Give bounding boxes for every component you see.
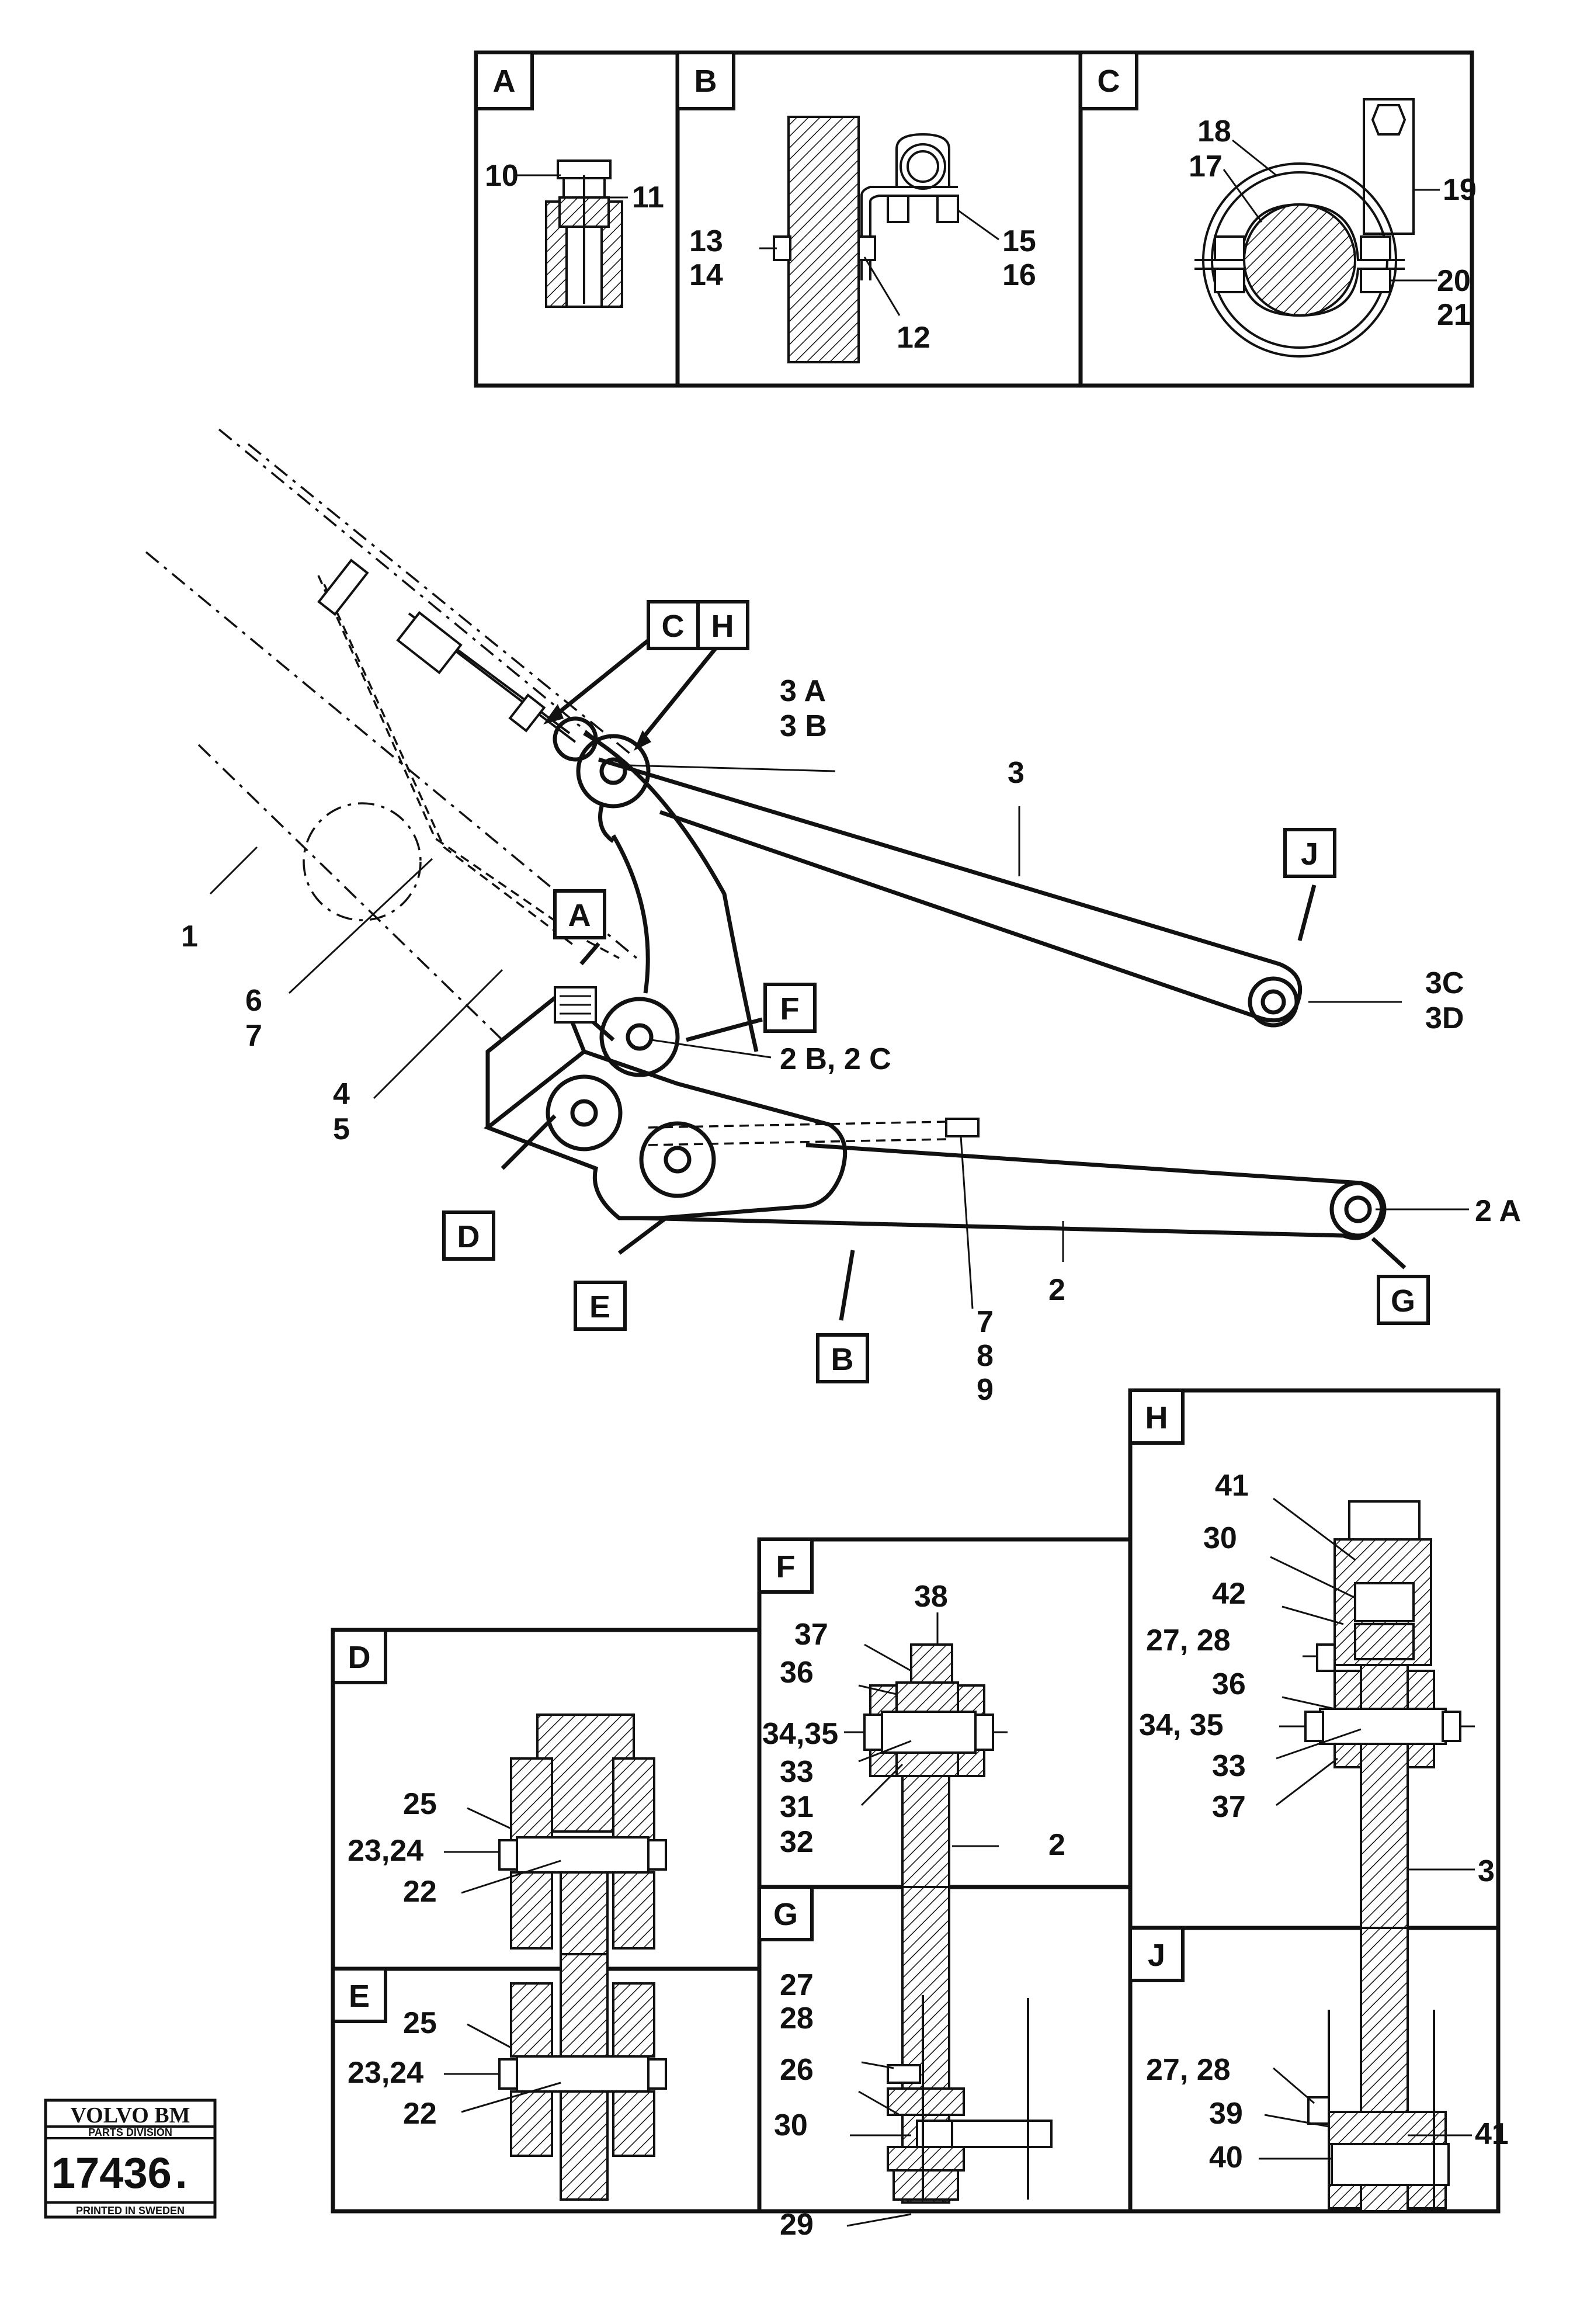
h-part-36: 36 [1212,1667,1246,1701]
j-part-27-28: 27, 28 [1146,2053,1231,2087]
e-part-22: 22 [403,2097,437,2131]
callout-j: J [1301,837,1318,872]
view-label-c: C [1098,64,1120,99]
volvo-bm-logo: VOLVO BM PARTS DIVISION 17436 . PRINTED … [44,2098,217,2219]
view-label-a: A [493,64,516,99]
detail-j: J 27, 28 39 40 41 [1128,1926,1509,2212]
logo-division: PARTS DIVISION [88,2127,172,2138]
d-part-22: 22 [403,1875,437,1909]
part-3c: 3C [1425,966,1464,1000]
g-part-29: 29 [780,2208,814,2242]
callout-g: G [1391,1284,1415,1319]
callout-h: H [711,609,734,644]
h-part-3: 3 [1478,1854,1495,1888]
g-part-27: 27 [780,1968,814,2002]
detail-f: F 38 37 36 34,35 33 31 32 2 [758,1538,1065,1888]
h-part-42: 42 [1212,1577,1246,1611]
d-part-23-24: 23,24 [348,1834,423,1868]
detail-panel-top: A 10 11 B 13 1 [474,50,1477,388]
f-part-33: 33 [780,1755,814,1789]
callout-a: A [568,898,591,933]
part-7-lower: 7 [977,1305,994,1339]
part-21: 21 [1437,298,1471,332]
view-label-g: G [773,1897,798,1932]
main-assembly: C H J A F D E B G 1 6 7 4 5 3 A 3 B 3 3C… [145,428,1521,1407]
detail-panel-bottom: D 25 23,24 22 E [331,1388,1509,2242]
j-part-41: 41 [1475,2117,1509,2151]
h-part-34-35: 34, 35 [1139,1708,1224,1742]
f-part-32: 32 [780,1825,814,1859]
f-part-36: 36 [780,1656,814,1690]
f-part-34-35: 34,35 [762,1717,838,1751]
part-13: 13 [689,224,723,258]
detail-g: G 27 28 26 30 29 [758,1885,1053,2242]
d-part-25: 25 [403,1787,437,1821]
logo-suffix: . [175,2149,187,2197]
part-3a: 3 A [780,674,826,708]
logo-brand: VOLVO BM [70,2103,190,2128]
e-part-23-24: 23,24 [348,2056,423,2090]
callout-e: E [589,1289,610,1324]
part-12: 12 [897,321,930,355]
part-10: 10 [485,159,519,193]
callout-f: F [780,991,800,1026]
view-label-e: E [349,1979,370,2014]
part-4: 4 [333,1077,350,1111]
callout-c: C [662,609,685,644]
e-part-25: 25 [403,2006,437,2040]
part-7: 7 [245,1019,262,1053]
part-6: 6 [245,984,262,1018]
view-label-j: J [1148,1938,1165,1973]
detail-d: D 25 23,24 22 [331,1628,667,1955]
part-2a: 2 A [1475,1194,1521,1228]
part-2: 2 [1048,1273,1065,1307]
view-label-f: F [776,1549,796,1584]
callout-d: D [457,1219,480,1254]
logo-footer: PRINTED IN SWEDEN [76,2205,185,2217]
g-part-26: 26 [780,2053,814,2087]
h-part-37: 37 [1212,1790,1246,1824]
part-1: 1 [181,920,198,953]
part-16: 16 [1002,258,1036,292]
part-11: 11 [632,181,664,214]
f-part-38: 38 [914,1580,948,1614]
detail-e: E 25 23,24 22 [331,1953,667,2201]
j-part-40: 40 [1209,2141,1243,2174]
f-part-2: 2 [1048,1828,1065,1862]
view-label-d: D [348,1640,371,1675]
detail-h: H 41 30 42 27, 28 36 [1128,1389,1495,1929]
part-15: 15 [1002,224,1036,258]
part-14: 14 [689,258,723,292]
part-2b-2c: 2 B, 2 C [780,1042,891,1076]
h-part-33: 33 [1212,1749,1246,1783]
h-part-27-28: 27, 28 [1146,1624,1231,1657]
h-part-30: 30 [1203,1521,1237,1555]
g-part-28: 28 [780,2002,814,2035]
part-5: 5 [333,1112,350,1146]
view-label-h: H [1145,1400,1168,1435]
part-8: 8 [977,1339,994,1373]
detail-c: C 18 17 19 20 21 [1079,51,1477,358]
detail-a: A 10 11 [474,51,664,308]
f-part-31: 31 [780,1790,814,1824]
part-17: 17 [1189,150,1223,183]
callout-b: B [831,1342,854,1377]
part-3: 3 [1008,756,1025,790]
f-part-37: 37 [794,1618,828,1652]
logo-number: 17436 [51,2149,172,2197]
part-19: 19 [1443,173,1477,207]
view-label-b: B [694,64,717,99]
part-18: 18 [1197,115,1231,148]
g-part-30: 30 [774,2108,808,2142]
detail-b: B 13 14 15 16 12 [676,51,1036,363]
h-part-41: 41 [1215,1469,1249,1503]
part-9: 9 [977,1373,994,1407]
part-3d: 3D [1425,1001,1464,1035]
j-part-39: 39 [1209,2097,1243,2131]
part-20: 20 [1437,264,1471,298]
part-3b: 3 B [780,709,827,743]
